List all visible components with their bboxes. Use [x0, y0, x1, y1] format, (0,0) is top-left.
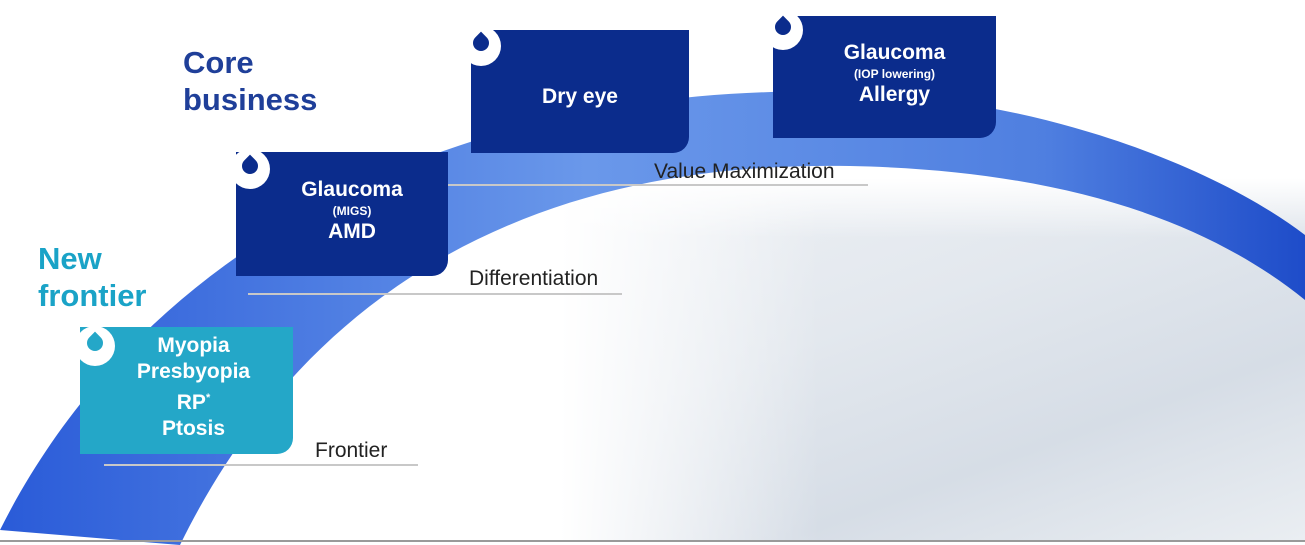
- core-line-1: Core: [183, 44, 317, 81]
- rp-label: RP: [177, 391, 206, 414]
- dry-eye-box: Dry eye: [471, 30, 689, 153]
- core-line-2: business: [183, 81, 317, 118]
- glaucoma-migs-title: Glaucoma: [256, 177, 448, 203]
- frontier-line: [104, 464, 418, 466]
- arc-band: [0, 91, 1305, 545]
- frontier-line-2: frontier: [38, 277, 147, 314]
- differentiation-line: [248, 293, 622, 295]
- frontier-label: Frontier: [315, 439, 387, 463]
- value-line: [448, 184, 868, 186]
- drop-icon: [461, 26, 501, 66]
- iop-lowering-sub: (IOP lowering): [793, 66, 996, 82]
- glaucoma-allergy-box: Glaucoma (IOP lowering) Allergy: [773, 16, 996, 138]
- bottom-rule: [0, 540, 1305, 542]
- rp-footnote-mark: *: [206, 392, 210, 404]
- glaucoma-iop-title: Glaucoma: [793, 40, 996, 66]
- value-maximization-label: Value Maximization: [654, 160, 835, 184]
- allergy-title: Allergy: [793, 82, 996, 108]
- new-frontier-heading: New frontier: [38, 240, 147, 314]
- migs-sub: (MIGS): [256, 203, 448, 219]
- differentiation-label: Differentiation: [469, 267, 598, 291]
- amd-title: AMD: [256, 219, 448, 245]
- ptosis-label: Ptosis: [94, 416, 293, 442]
- presbyopia-label: Presbyopia: [94, 359, 293, 385]
- myopia-label: Myopia: [94, 333, 293, 359]
- core-business-heading: Core business: [183, 44, 317, 118]
- rp-line: RP*: [94, 385, 293, 416]
- frontier-line-1: New: [38, 240, 147, 277]
- drop-icon: [763, 10, 803, 50]
- dry-eye-title: Dry eye: [471, 84, 689, 110]
- drop-icon: [75, 326, 115, 366]
- drop-icon: [230, 149, 270, 189]
